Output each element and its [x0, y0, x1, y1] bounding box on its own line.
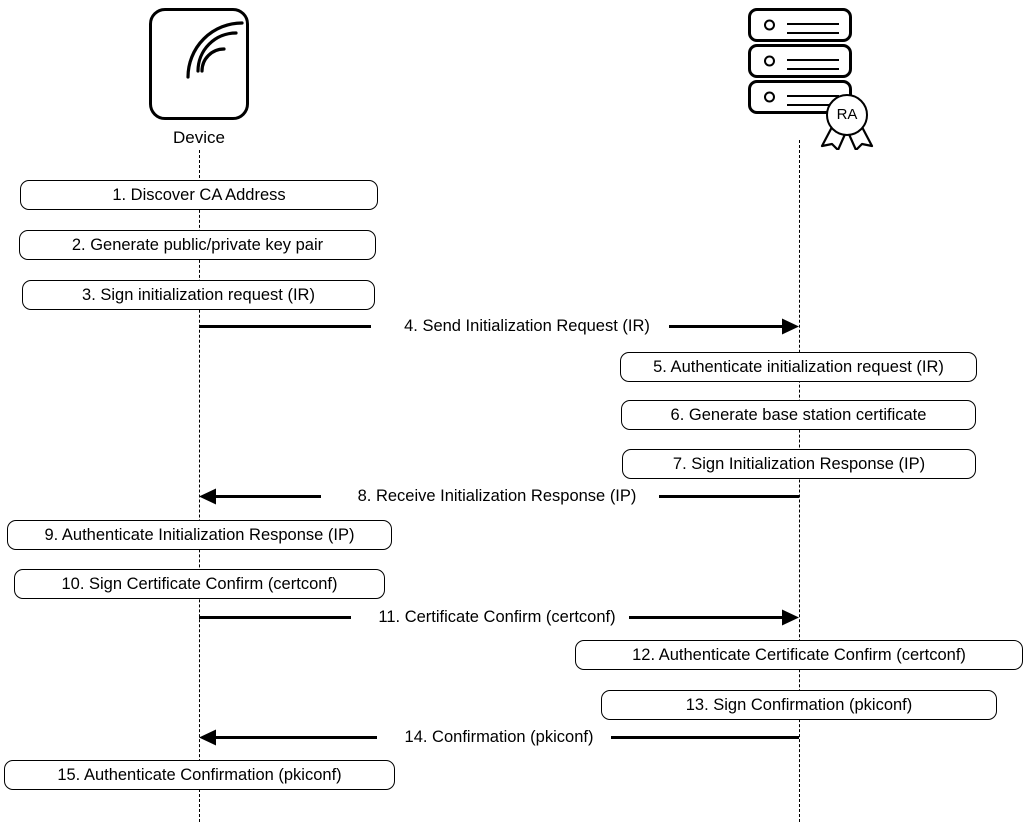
process-box-5: 5. Authenticate initialization request (…: [620, 352, 977, 382]
message-11-label: 11. Certificate Confirm (certconf): [351, 605, 643, 629]
lifeline-device: [199, 150, 200, 822]
process-box-6: 6. Generate base station certificate: [621, 400, 976, 430]
signal-arcs-icon: [186, 21, 244, 79]
message-line-right: [659, 495, 799, 498]
badge-circle-icon: [826, 94, 868, 136]
server-line: [787, 32, 839, 34]
message-8: 8. Receive Initialization Response (IP): [199, 484, 799, 508]
message-line-right: [611, 736, 799, 739]
ra-certificate-badge-icon: RA: [818, 94, 876, 150]
process-box-7: 7. Sign Initialization Response (IP): [622, 449, 976, 479]
process-box-2: 2. Generate public/private key pair: [19, 230, 376, 260]
arrowhead-right-icon: [782, 609, 799, 626]
message-11: 11. Certificate Confirm (certconf): [199, 605, 799, 629]
server-unit-2: [748, 44, 852, 78]
message-4-label: 4. Send Initialization Request (IR): [371, 314, 683, 338]
server-led-icon: [764, 19, 775, 31]
server-line: [787, 68, 839, 70]
server-line: [787, 104, 839, 106]
process-box-15: 15. Authenticate Confirmation (pkiconf): [4, 760, 395, 790]
message-8-label: 8. Receive Initialization Response (IP): [321, 484, 673, 508]
process-box-12: 12. Authenticate Certificate Confirm (ce…: [575, 640, 1023, 670]
process-box-1: 1. Discover CA Address: [20, 180, 378, 210]
process-box-13: 13. Sign Confirmation (pkiconf): [601, 690, 997, 720]
server-unit-1: [748, 8, 852, 42]
message-14-label: 14. Confirmation (pkiconf): [377, 725, 621, 749]
message-4: 4. Send Initialization Request (IR): [199, 314, 799, 338]
server-led-icon: [764, 55, 775, 67]
actor-device-label: Device: [173, 128, 225, 147]
message-line-left: [199, 616, 355, 619]
process-box-9: 9. Authenticate Initialization Response …: [7, 520, 392, 550]
ra-badge-label: RA: [836, 106, 858, 123]
message-line-left: [214, 495, 324, 498]
server-led-icon: [764, 91, 775, 103]
lifeline-ra: [799, 140, 800, 822]
server-line: [787, 23, 839, 25]
process-box-3: 3. Sign initialization request (IR): [22, 280, 375, 310]
message-line-right: [669, 325, 782, 328]
message-line-right: [629, 616, 782, 619]
arrowhead-right-icon: [782, 318, 799, 335]
message-line-left: [199, 325, 375, 328]
actor-device: [149, 8, 249, 120]
wireless-device-icon: [149, 8, 249, 120]
server-line: [787, 59, 839, 61]
arrowhead-left-icon: [199, 729, 216, 746]
message-14: 14. Confirmation (pkiconf): [199, 725, 799, 749]
server-line: [787, 95, 839, 97]
actor-ra: [748, 8, 852, 114]
message-line-left: [214, 736, 379, 739]
process-box-10: 10. Sign Certificate Confirm (certconf): [14, 569, 385, 599]
arrowhead-left-icon: [199, 488, 216, 505]
